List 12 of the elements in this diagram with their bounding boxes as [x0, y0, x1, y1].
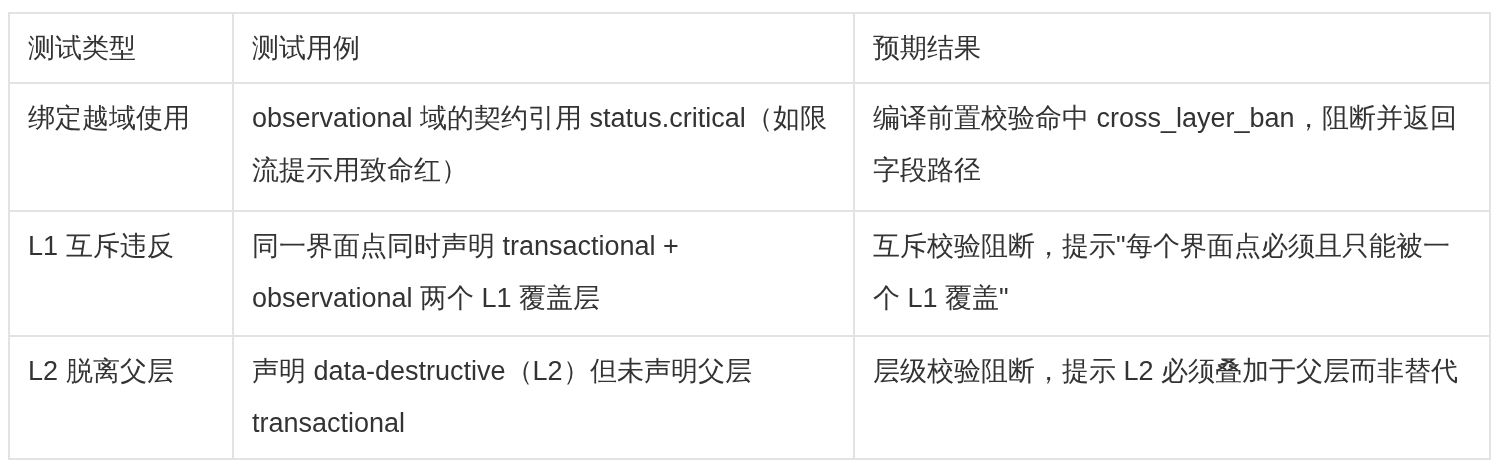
header-cell: 预期结果	[854, 13, 1490, 83]
table-cell: 声明 data-destructive（L2）但未声明父层 transactional	[233, 336, 854, 459]
table-cell: L1 互斥违反	[9, 211, 233, 336]
table-cell: observational 域的契约引用 status.critical（如限流提示用致命红）	[233, 83, 854, 211]
table-cell: 互斥校验阻断，提示"每个界面点必须且只能被一个 L1 覆盖"	[854, 211, 1490, 336]
table-cell: 层级校验阻断，提示 L2 必须叠加于父层而非替代	[854, 336, 1490, 459]
table-cell: 编译前置校验命中 cross_layer_ban，阻断并返回字段路径	[854, 83, 1490, 211]
table-cell: 绑定越域使用	[9, 83, 233, 211]
table-cell: L2 脱离父层	[9, 336, 233, 459]
table-cell: 同一界面点同时声明 transactional + observational 两个 L1 覆盖层	[233, 211, 854, 336]
header-cell: 测试类型	[9, 13, 233, 83]
header-cell: 测试用例	[233, 13, 854, 83]
